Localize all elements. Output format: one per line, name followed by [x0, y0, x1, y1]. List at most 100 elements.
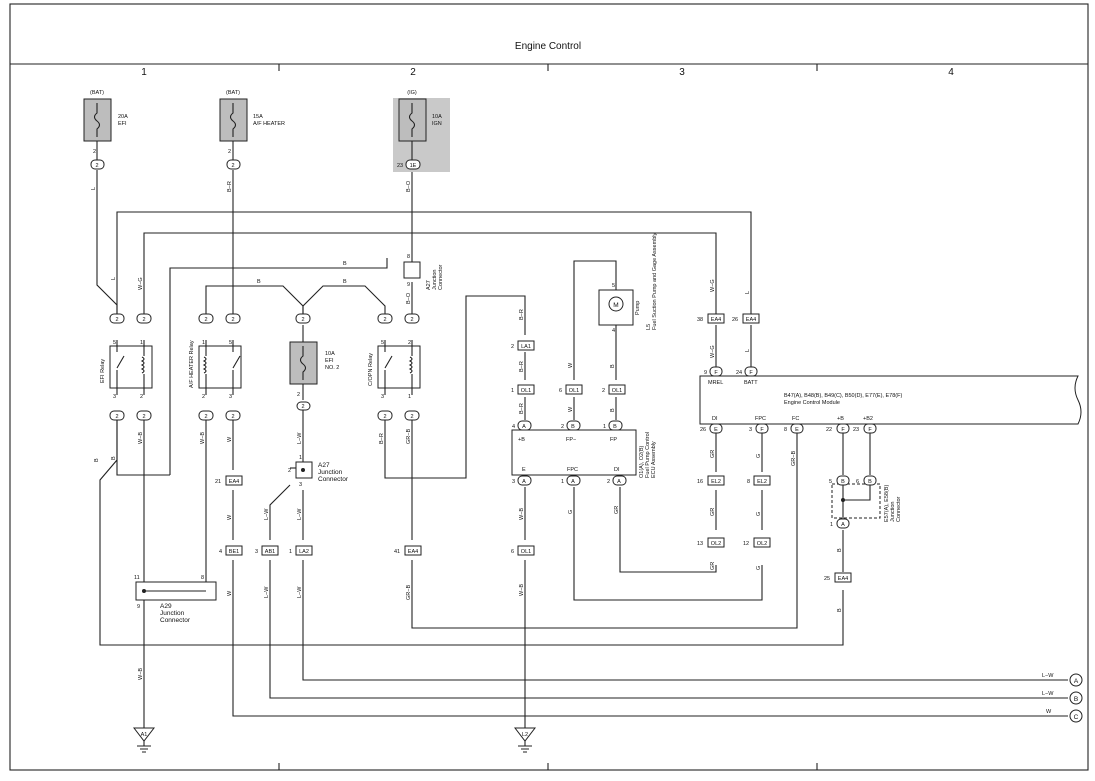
svg-text:B: B	[343, 261, 347, 267]
svg-text:E: E	[714, 427, 718, 433]
svg-text:1: 1	[408, 394, 411, 400]
svg-text:2: 2	[607, 479, 610, 485]
column-label-2: 2	[410, 67, 416, 78]
svg-text:6: 6	[511, 549, 514, 555]
svg-text:G: G	[756, 566, 762, 570]
svg-text:(BAT): (BAT)	[90, 90, 104, 96]
fuel-pump-control-ecu: A 4 B 2 B 1 +B FP− FP E FPC DI A 3 A 1 A…	[511, 420, 657, 486]
fuel-pump: M Pump 5 4 L5 Fuel Suction Pump and Gage…	[598, 233, 658, 334]
svg-text:W−B: W−B	[138, 432, 144, 444]
svg-text:EL2: EL2	[711, 479, 721, 485]
svg-text:Pump: Pump	[635, 301, 641, 315]
svg-text:4: 4	[219, 549, 222, 555]
ground-l2: L2	[513, 727, 537, 753]
svg-text:8: 8	[747, 479, 750, 485]
svg-text:1: 1	[202, 340, 205, 346]
svg-text:2: 2	[231, 163, 234, 169]
engine-control-module: F 9 F 24 MREL BATT B47(A), B48(B), B49(C…	[699, 366, 1082, 434]
svg-text:3: 3	[229, 394, 232, 400]
svg-text:IGN: IGN	[432, 121, 442, 127]
svg-text:Connector: Connector	[896, 496, 902, 522]
svg-text:4: 4	[612, 328, 615, 334]
svg-text:Fuel Pump Control: Fuel Pump Control	[645, 432, 651, 478]
svg-text:W−G: W−G	[138, 277, 144, 290]
svg-text:6: 6	[856, 479, 859, 485]
svg-text:5: 5	[612, 283, 615, 289]
svg-text:20A: 20A	[118, 114, 128, 120]
svg-text:G: G	[756, 454, 762, 458]
svg-text:2: 2	[410, 414, 413, 420]
svg-text:L: L	[745, 291, 751, 294]
svg-text:B47(A), B48(B), B49(C), B50(D): B47(A), B48(B), B49(C), B50(D), E77(E), …	[784, 393, 902, 399]
svg-text:3: 3	[512, 479, 515, 485]
svg-text:41: 41	[394, 549, 400, 555]
svg-text:FPC: FPC	[755, 416, 766, 422]
svg-text:BE1: BE1	[229, 549, 239, 555]
column-ticks	[278, 64, 818, 770]
svg-text:A: A	[522, 479, 526, 485]
svg-text:DI: DI	[614, 467, 620, 473]
svg-text:L2: L2	[522, 732, 528, 738]
svg-text:A: A	[571, 479, 575, 485]
svg-text:2: 2	[115, 414, 118, 420]
svg-text:L−W: L−W	[264, 508, 270, 520]
relay-connectors-top: 2 2 2 2 2 2 2 2 2 2 2 2 2	[109, 313, 420, 421]
svg-text:GR−B: GR−B	[406, 429, 412, 444]
svg-text:26: 26	[732, 317, 738, 323]
junction-a29: 11 8 9 A29 Junction Connector	[134, 575, 217, 624]
page-title: Engine Control	[515, 41, 581, 52]
svg-text:W−B: W−B	[138, 668, 144, 680]
svg-text:B−R: B−R	[519, 309, 525, 320]
svg-text:F: F	[868, 427, 872, 433]
svg-text:OL1: OL1	[612, 388, 622, 394]
svg-text:+B: +B	[518, 437, 525, 443]
relay-efi: 5 1 3 2 EFI Relay	[100, 340, 153, 400]
column-label-1: 1	[141, 67, 147, 78]
wire-color-labels: L B−R B−O L W−G B−O B−R B−R B−R W W B B …	[91, 180, 843, 680]
svg-text:W: W	[568, 362, 574, 368]
svg-text:E57(A), E58(B): E57(A), E58(B)	[884, 485, 890, 522]
svg-text:10A: 10A	[432, 114, 442, 120]
svg-text:1: 1	[289, 549, 292, 555]
svg-text:B−O: B−O	[406, 180, 412, 192]
svg-text:Junction: Junction	[318, 469, 343, 476]
svg-text:B: B	[343, 279, 347, 285]
fuse-af-heater: (BAT) 15A A/F HEATER 2 2	[219, 90, 285, 170]
svg-text:L: L	[111, 277, 117, 280]
svg-text:EL2: EL2	[757, 479, 767, 485]
svg-text:GR−B: GR−B	[406, 585, 412, 600]
inline-connectors: EA4 21 BE1 4 AB1 3 LA2 1 EA4 41 LA1 2 OL…	[215, 313, 852, 583]
svg-text:LA1: LA1	[521, 344, 531, 350]
relay-af-heater: 1 5 2 3 A/F HEATER Relay	[189, 340, 242, 400]
svg-text:W−B: W−B	[200, 432, 206, 444]
svg-text:B: B	[571, 424, 575, 430]
svg-text:3: 3	[381, 394, 384, 400]
junction-e57: B B A 5 6 1 E57(A), E58(B) Junction Conn…	[829, 475, 902, 529]
svg-text:3: 3	[113, 394, 116, 400]
svg-text:OL1: OL1	[569, 388, 579, 394]
svg-text:B: B	[610, 364, 616, 368]
svg-text:B−R: B−R	[519, 361, 525, 372]
svg-text:2: 2	[288, 468, 291, 474]
relay-c-opn: 5 2 3 1 C/OPN Relay	[368, 340, 421, 400]
svg-text:10A: 10A	[325, 351, 335, 357]
svg-text:EA4: EA4	[711, 317, 721, 323]
svg-text:Connector: Connector	[318, 476, 349, 483]
fuse-efi: (BAT) 20A EFI 2 2	[83, 90, 128, 170]
svg-text:Engine Control Module: Engine Control Module	[784, 400, 840, 406]
ground-a1: A1	[132, 727, 156, 753]
svg-text:8: 8	[201, 575, 204, 581]
svg-text:GR: GR	[710, 508, 716, 516]
svg-text:21: 21	[215, 479, 221, 485]
svg-text:EA4: EA4	[838, 576, 848, 582]
svg-text:GR: GR	[614, 506, 620, 514]
svg-text:5: 5	[829, 479, 832, 485]
output-terminals: A L−W B L−W C W	[1042, 673, 1083, 723]
svg-text:2: 2	[140, 394, 143, 400]
svg-text:2: 2	[93, 149, 96, 155]
svg-text:2: 2	[204, 414, 207, 420]
svg-text:3: 3	[255, 549, 258, 555]
svg-text:1: 1	[511, 388, 514, 394]
svg-text:EFI: EFI	[325, 358, 334, 364]
svg-text:A29: A29	[160, 603, 172, 610]
